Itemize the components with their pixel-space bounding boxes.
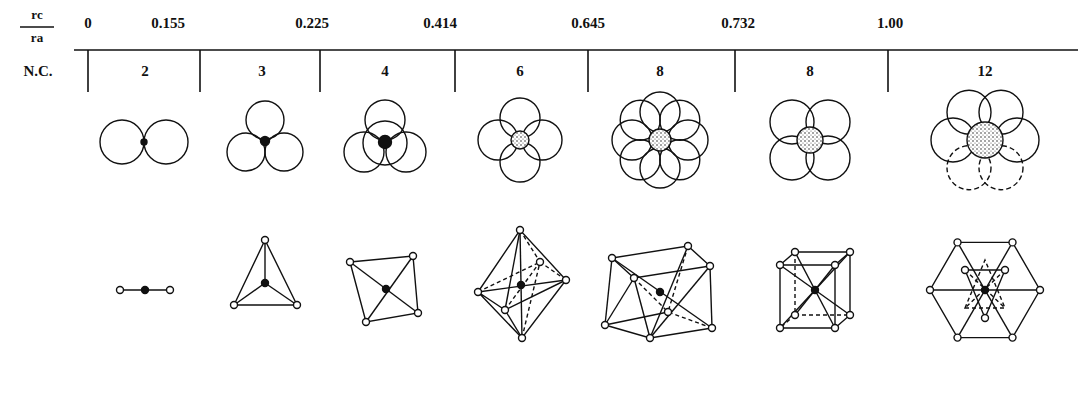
coordination-number: 8 [806,64,814,79]
radius-ratio: 0.414 [423,16,457,31]
ratio-symbol: ra [31,31,43,44]
axis-title: N.C. [23,64,52,79]
radius-ratio: 1.00 [877,16,903,31]
ratio-symbol: rc [31,8,42,21]
axis-line [74,49,1078,51]
coordination-number: 2 [141,64,149,79]
range-divider [88,50,888,92]
fraction-bar [20,26,54,28]
coordination-number: 8 [656,64,664,79]
radius-ratio: 0 [84,16,92,31]
coordination-number: 4 [381,64,389,79]
coordination-polyhedron [117,227,1044,342]
radius-ratio: 0.225 [295,16,329,31]
radius-ratio: 0.645 [571,16,605,31]
radius-ratio: 0.732 [721,16,755,31]
coordination-number: 6 [516,64,524,79]
coordination-number: 3 [258,64,266,79]
radius-ratio: 0.155 [151,16,185,31]
coordination-number: 12 [978,64,993,79]
sphere-packing [100,90,1039,189]
